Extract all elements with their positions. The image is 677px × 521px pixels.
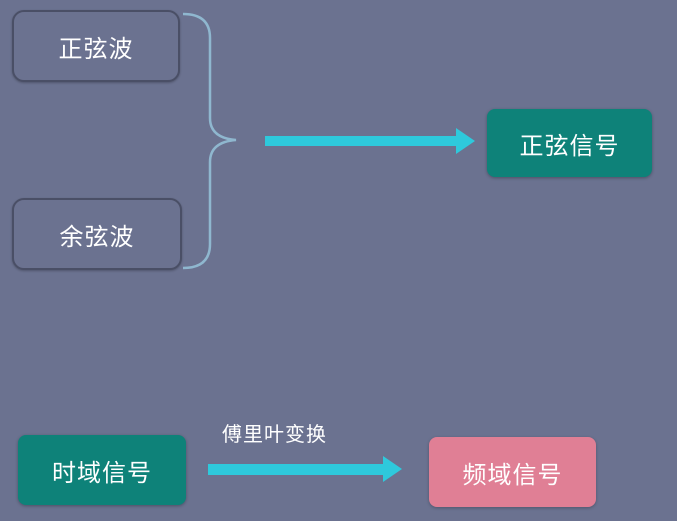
sine-signal-box[interactable]: 正弦信号 bbox=[487, 109, 652, 177]
fourier-transform-arrow bbox=[208, 456, 402, 482]
grouping-brace bbox=[182, 12, 237, 270]
time-domain-signal-label: 时域信号 bbox=[52, 458, 152, 487]
time-domain-signal-box[interactable]: 时域信号 bbox=[18, 435, 186, 505]
frequency-domain-signal-box[interactable]: 频域信号 bbox=[429, 437, 596, 507]
sine-wave-label: 正弦波 bbox=[58, 34, 134, 63]
sine-signal-label: 正弦信号 bbox=[519, 131, 620, 160]
fourier-transform-label: 傅里叶变换 bbox=[222, 422, 327, 446]
sine-wave-box[interactable]: 正弦波 bbox=[12, 10, 180, 82]
frequency-domain-signal-label: 频域信号 bbox=[462, 460, 563, 489]
cosine-wave-label: 余弦波 bbox=[59, 222, 135, 251]
cosine-wave-box[interactable]: 余弦波 bbox=[12, 198, 182, 270]
arrow-to-sine-signal bbox=[265, 128, 475, 154]
